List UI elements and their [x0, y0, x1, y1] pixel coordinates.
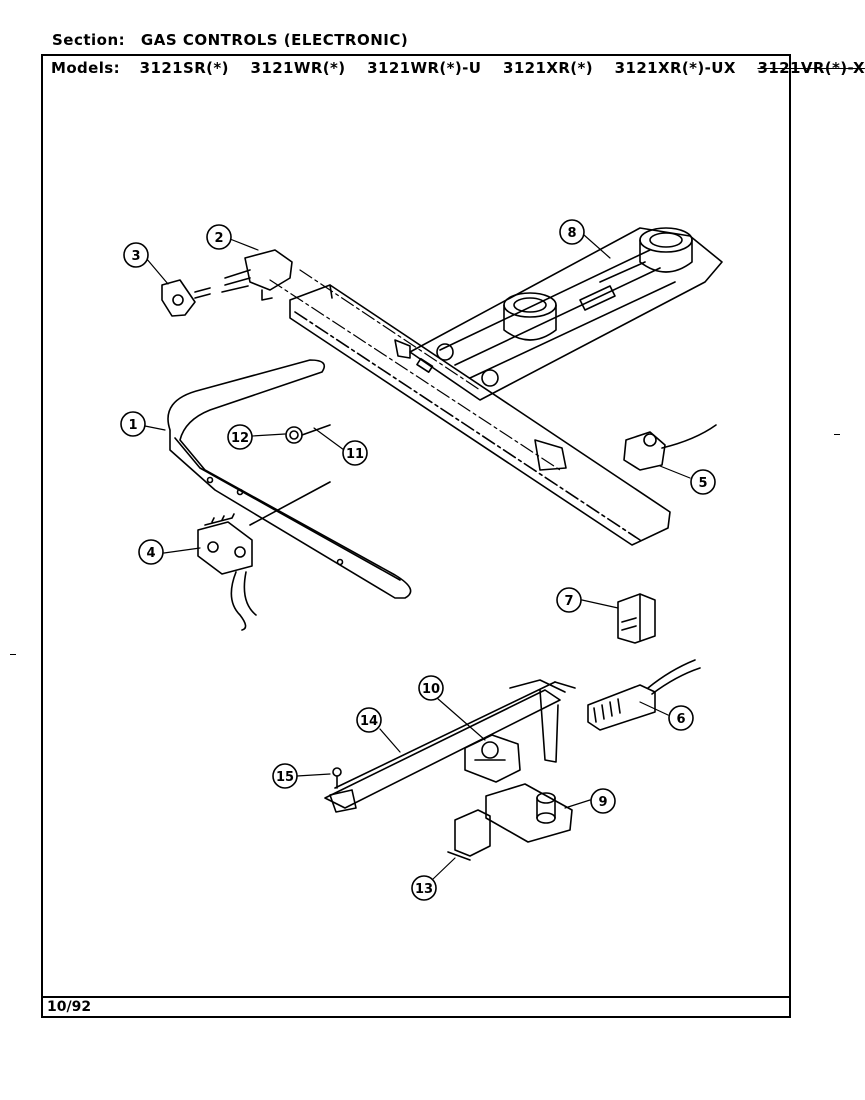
model-1: 3121SR(*): [139, 59, 229, 77]
callout-8: 8: [559, 219, 585, 245]
model-struck: 3121VR(*)-X: [757, 59, 865, 77]
margin-tick-left: [10, 654, 16, 655]
model-2: 3121WR(*): [250, 59, 346, 77]
part-9-regulator: [485, 783, 573, 843]
part-12-fitting: [285, 424, 331, 444]
svg-text:2: 2: [214, 231, 223, 246]
part-10-valve: [464, 734, 521, 783]
callout-10: 10: [418, 675, 444, 701]
models-label: Models:: [51, 59, 121, 77]
svg-text:14: 14: [360, 714, 378, 729]
svg-text:10: 10: [422, 682, 440, 697]
svg-text:12: 12: [231, 431, 249, 446]
section-label: Section:: [52, 31, 126, 49]
callout-15: 15: [272, 763, 298, 789]
callout-5: 5: [690, 469, 716, 495]
footer-rule: [43, 996, 789, 998]
section-value: GAS CONTROLS (ELECTRONIC): [140, 31, 409, 49]
callout-1: 1: [120, 411, 146, 437]
part-15-screw: [332, 767, 342, 789]
callout-7: 7: [556, 587, 582, 613]
svg-text:15: 15: [276, 770, 294, 785]
svg-text:4: 4: [146, 546, 155, 561]
callout-14: 14: [356, 707, 382, 733]
margin-tick-right: [834, 434, 840, 435]
callout-3: 3: [123, 242, 149, 268]
callout-4: 4: [138, 539, 164, 565]
exploded-leaders: [269, 269, 561, 471]
svg-text:9: 9: [598, 795, 607, 810]
model-5: 3121XR(*)-UX: [614, 59, 736, 77]
diagram-sheet: Models: 3121SR(*) 3121WR(*) 3121WR(*)-U …: [41, 54, 865, 1018]
callout-leaders: [144, 234, 691, 881]
model-3: 3121WR(*)-U: [367, 59, 482, 77]
part-1-tube: [167, 359, 412, 599]
svg-text:7: 7: [564, 594, 573, 609]
svg-text:1: 1: [128, 418, 137, 433]
revision-date: 10/92: [47, 999, 92, 1015]
callout-11: 11: [342, 440, 368, 466]
burner-assembly: [409, 227, 723, 401]
svg-text:3: 3: [131, 249, 140, 264]
part-5-switch: [623, 424, 717, 471]
svg-text:6: 6: [676, 712, 685, 727]
callout-12: 12: [227, 424, 253, 450]
callout-9: 9: [590, 788, 616, 814]
model-4: 3121XR(*): [503, 59, 594, 77]
callout-13: 13: [411, 875, 437, 901]
part-3-bracket: [161, 279, 211, 317]
part-13-bracket: [447, 809, 491, 861]
part-14-pipe: [324, 679, 576, 813]
callout-6: 6: [668, 705, 694, 731]
callout-2: 2: [206, 224, 232, 250]
part-4-igniter-switch: [197, 513, 257, 631]
models-line: Models: 3121SR(*) 3121WR(*) 3121WR(*)-U …: [51, 59, 865, 77]
part-6-connector: [587, 659, 701, 731]
svg-text:8: 8: [567, 226, 576, 241]
svg-text:5: 5: [698, 476, 707, 491]
svg-text:11: 11: [346, 447, 364, 462]
part-2-switch: [221, 249, 293, 301]
manifold-bracket: [289, 284, 671, 546]
svg-text:13: 13: [415, 882, 433, 897]
section-title: Section: GAS CONTROLS (ELECTRONIC): [52, 31, 408, 49]
part-7-module: [617, 593, 656, 644]
